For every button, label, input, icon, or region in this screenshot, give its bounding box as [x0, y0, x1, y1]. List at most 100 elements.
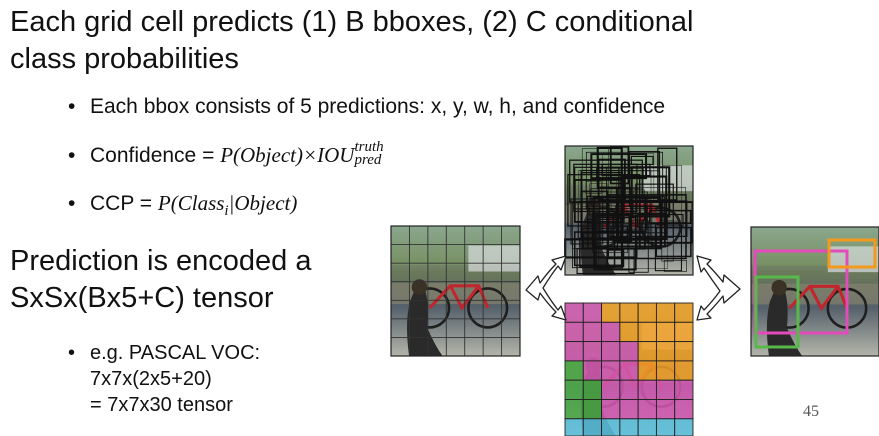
- class-cell: [619, 399, 639, 420]
- split-arrow-icon: [525, 255, 567, 321]
- class-cell: [655, 302, 676, 323]
- class-cell: [655, 321, 676, 343]
- class-cell: [619, 379, 639, 400]
- class-cell: [564, 360, 584, 381]
- class-cell: [674, 399, 694, 420]
- candidate-bbox: [657, 147, 678, 201]
- detection-box-car: [827, 238, 877, 269]
- class-cell: [582, 341, 603, 362]
- class-cell: [637, 341, 657, 362]
- class-cell: [619, 360, 639, 381]
- detection-box-dog: [754, 275, 800, 349]
- input-image-grid: [390, 225, 521, 357]
- class-cell: [582, 360, 603, 381]
- class-cell: [619, 321, 639, 343]
- slide-title: Each grid cell predicts (1) B bboxes, (2…: [10, 4, 870, 78]
- class-cell: [655, 418, 676, 436]
- candidate-bbox: [635, 183, 674, 238]
- class-cell: [601, 302, 621, 323]
- title-line-2: class probabilities: [10, 43, 239, 75]
- class-cell: [564, 418, 584, 436]
- bullet-dot: •: [68, 144, 76, 167]
- formula-part-b: |Object): [228, 191, 298, 215]
- candidate-bbox: [655, 226, 692, 258]
- page-number: 45: [803, 403, 819, 420]
- formula-sub: i: [224, 203, 229, 220]
- bbox-confidence-image: [564, 145, 694, 276]
- class-cell: [637, 418, 657, 436]
- class-cell: [637, 302, 657, 323]
- class-cell: [674, 302, 694, 323]
- candidate-bbox: [601, 163, 651, 177]
- candidate-bbox: [569, 159, 643, 203]
- bullet-dot: •: [68, 95, 76, 118]
- formula-sup: truth: [354, 139, 384, 156]
- formula-sub: pred: [354, 152, 382, 169]
- candidate-bbox: [649, 209, 692, 224]
- bullet-dot: •: [68, 342, 76, 364]
- class-cell: [564, 302, 584, 323]
- candidate-bbox: [610, 187, 687, 223]
- class-cell: [674, 321, 694, 343]
- heading2-line-1: Prediction is encoded a: [10, 245, 312, 277]
- candidate-bbox: [598, 215, 669, 269]
- candidate-bbox: [606, 166, 667, 234]
- example-line-2: 7x7x(2x5+20): [90, 368, 212, 390]
- class-cell: [637, 321, 657, 343]
- example-line-1: e.g. PASCAL VOC:: [90, 342, 261, 364]
- class-cell: [582, 379, 603, 400]
- class-cell: [582, 418, 603, 436]
- class-cell: [674, 341, 694, 362]
- class-cell: [601, 341, 621, 362]
- class-cell: [601, 360, 621, 381]
- candidate-bbox: [661, 220, 674, 262]
- class-cell: [619, 302, 639, 323]
- formula-part-a: P(Class: [157, 191, 225, 215]
- class-cell: [582, 302, 603, 323]
- candidate-bbox: [590, 170, 661, 207]
- class-cell: [564, 379, 584, 400]
- candidate-bbox: [607, 194, 687, 260]
- example-bullet: •e.g. PASCAL VOC: 7x7x(2x5+20) = 7x7x30 …: [68, 340, 260, 418]
- class-cell: [601, 379, 621, 400]
- formula-main: P(Object)×IOU: [220, 143, 355, 167]
- bbox-candidates: [564, 145, 694, 275]
- class-cell: [637, 399, 657, 420]
- candidate-bbox: [612, 213, 631, 243]
- heading2-line-2: SxSx(Bx5+C) tensor: [10, 282, 274, 314]
- class-cell: [601, 399, 621, 420]
- ccp-formula: P(Classi|Object): [157, 191, 298, 219]
- bullet-label: Confidence =: [90, 144, 221, 167]
- class-cell: [655, 399, 676, 420]
- class-cell: [655, 341, 676, 362]
- class-cell: [674, 379, 694, 400]
- class-cell: [619, 341, 639, 362]
- class-cell: [601, 418, 621, 436]
- candidate-bbox: [602, 153, 655, 202]
- candidate-bbox: [609, 145, 630, 185]
- class-probability-map: [564, 302, 694, 436]
- title-line-1: Each grid cell predicts (1) B bboxes, (2…: [10, 6, 694, 38]
- class-cell: [674, 418, 694, 436]
- class-cell: [564, 321, 584, 343]
- class-map-cells: [564, 302, 694, 436]
- bullet-bbox-predictions: • Each bbox consists of 5 predictions: x,…: [68, 93, 665, 121]
- candidate-bbox: [582, 191, 648, 243]
- class-cell: [601, 321, 621, 343]
- bullet-dot: •: [68, 192, 76, 215]
- bullet-text: Each bbox consists of 5 predictions: x, …: [90, 95, 666, 118]
- class-cell: [655, 379, 676, 400]
- class-cell: [564, 341, 584, 362]
- candidate-bbox: [578, 170, 652, 200]
- bullet-label: CCP =: [90, 192, 158, 215]
- candidate-bbox: [570, 198, 604, 245]
- class-cell: [655, 360, 676, 381]
- class-cell: [619, 418, 639, 436]
- bullet-ccp: • CCP = P(Classi|Object): [68, 189, 297, 225]
- candidate-bbox: [654, 224, 683, 272]
- candidate-bbox: [614, 206, 648, 230]
